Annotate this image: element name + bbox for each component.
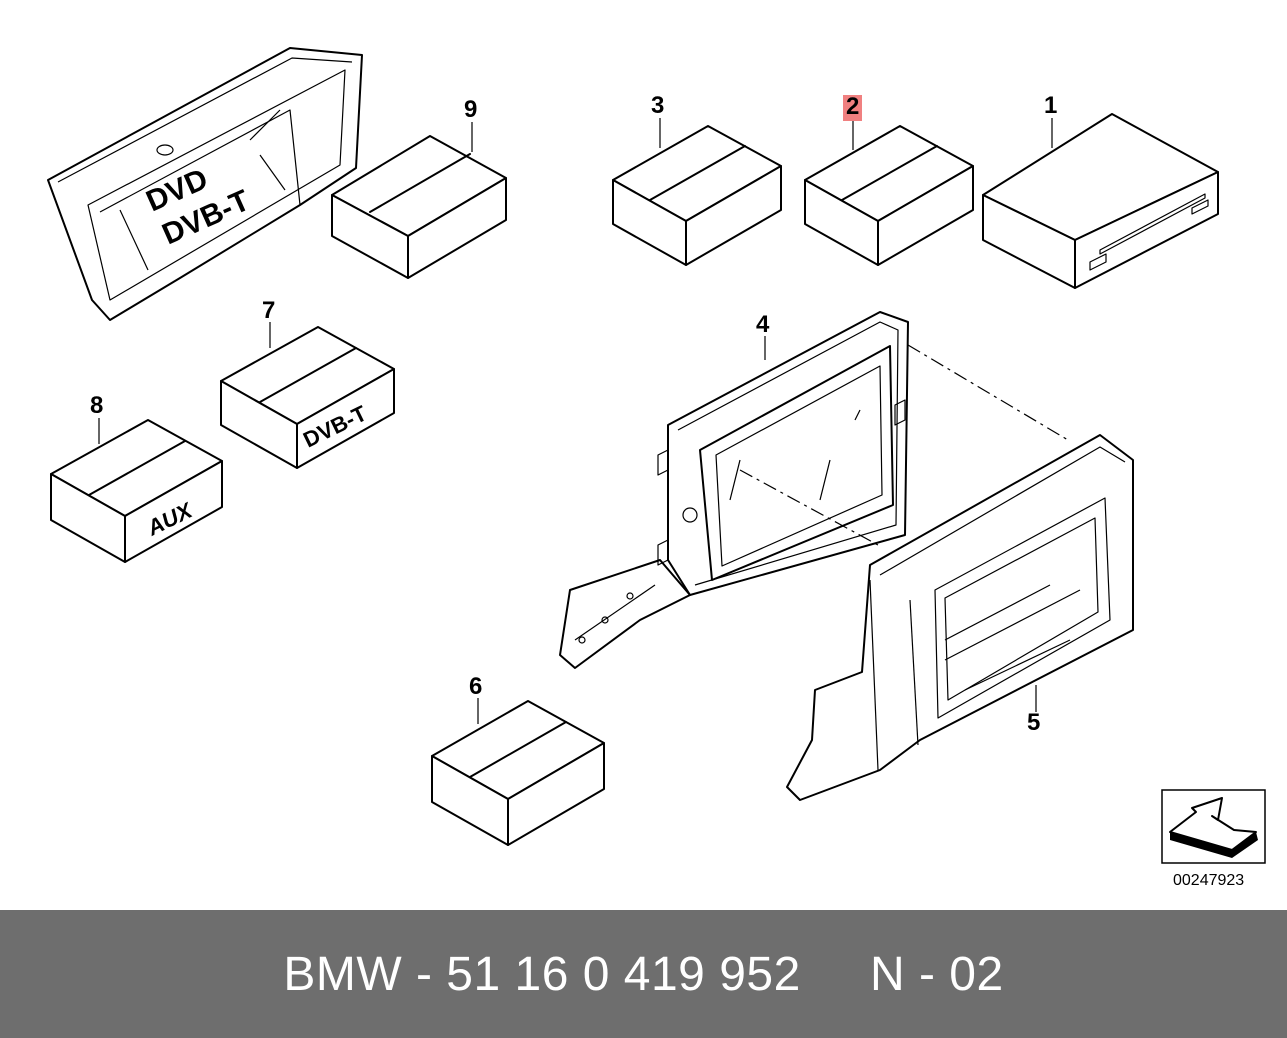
arrow-icon bbox=[1161, 789, 1266, 864]
part-label-1[interactable]: 1 bbox=[1044, 92, 1057, 119]
part-label-6[interactable]: 6 bbox=[469, 673, 482, 700]
part-dvd-unit-1 bbox=[982, 113, 1219, 289]
part-box-7: DVB-T bbox=[220, 322, 395, 469]
part-monitor-4 bbox=[559, 311, 909, 669]
part-label-8[interactable]: 8 bbox=[90, 392, 103, 419]
part-trim-panel-5 bbox=[786, 434, 1134, 801]
part-label-7[interactable]: 7 bbox=[262, 297, 275, 324]
part-label-2[interactable]: 2 bbox=[846, 93, 859, 120]
part-box-3 bbox=[612, 118, 782, 266]
part-box-8: AUX bbox=[50, 418, 223, 563]
part-label-9[interactable]: 9 bbox=[464, 96, 477, 123]
part-box-6 bbox=[431, 698, 605, 846]
part-label-4[interactable]: 4 bbox=[756, 311, 770, 338]
assembly-lines bbox=[739, 344, 1069, 546]
footer-bar: BMW - 51 16 0 419 952 N - 02 bbox=[0, 910, 1287, 1038]
part-label-2-highlight bbox=[843, 95, 862, 121]
part-number-caption: BMW - 51 16 0 419 952 N - 02 bbox=[283, 947, 1004, 1001]
parts-diagram: DVD DVB-T DV bbox=[47, 47, 1266, 889]
part-label-5[interactable]: 5 bbox=[1027, 709, 1040, 736]
part-box-9 bbox=[331, 122, 507, 279]
part-label-3[interactable]: 3 bbox=[651, 92, 664, 119]
part-box-2 bbox=[804, 120, 974, 266]
display-screen: DVD DVB-T bbox=[47, 47, 363, 321]
diagram-code: 00247923 bbox=[1173, 872, 1244, 889]
